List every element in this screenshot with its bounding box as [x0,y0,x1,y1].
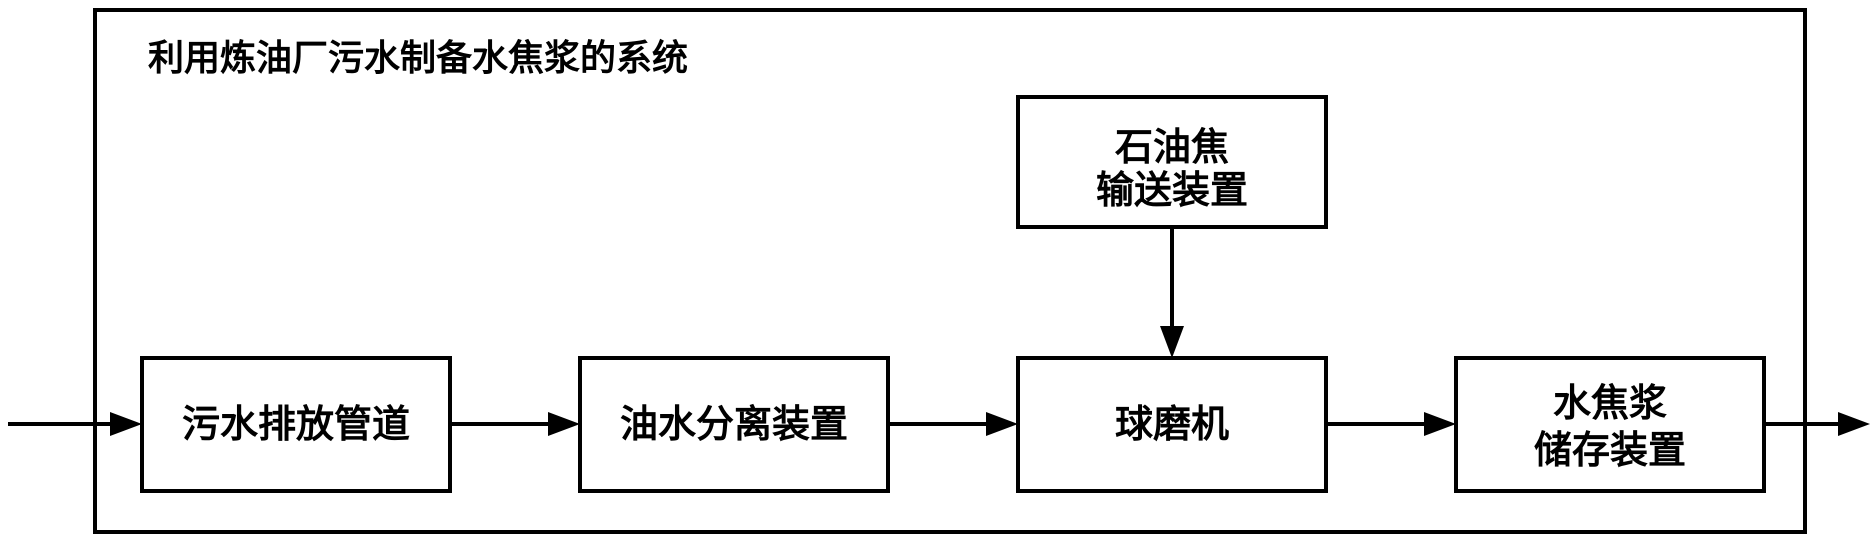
coke-feeder-label-line1: 石油焦 [1115,125,1229,169]
coke-feeder-node: 石油焦 输送装置 [1016,95,1328,229]
ball-mill-label: 球磨机 [1115,402,1229,446]
sewage-pipe-box [140,356,452,493]
arrow-sewage-to-separator [450,412,580,436]
slurry-storage-label-line2: 储存装置 [1534,428,1686,472]
ball-mill-box [1016,356,1328,493]
arrow-separator-to-ball-mill [888,412,1018,436]
arrow-input-to-sewage-pipe [8,412,142,436]
arrow-coke-feeder-to-ball-mill [1160,227,1184,358]
slurry-storage-box [1454,356,1766,493]
sewage-pipe-label: 污水排放管道 [182,402,410,446]
arrow-ball-mill-to-storage [1326,412,1456,436]
system-frame [93,8,1807,534]
slurry-storage-node: 水焦浆 储存装置 [1454,356,1766,493]
coke-feeder-label-line2: 输送装置 [1096,168,1248,212]
oil-water-separator-node: 油水分离装置 [578,356,890,493]
ball-mill-node: 球磨机 [1016,356,1328,493]
system-title: 利用炼油厂污水制备水焦浆的系统 [148,38,688,79]
oil-water-separator-label: 油水分离装置 [620,402,848,446]
slurry-storage-label-line1: 水焦浆 [1553,381,1667,425]
sewage-pipe-node: 污水排放管道 [140,356,452,493]
arrow-storage-output [1764,412,1870,436]
